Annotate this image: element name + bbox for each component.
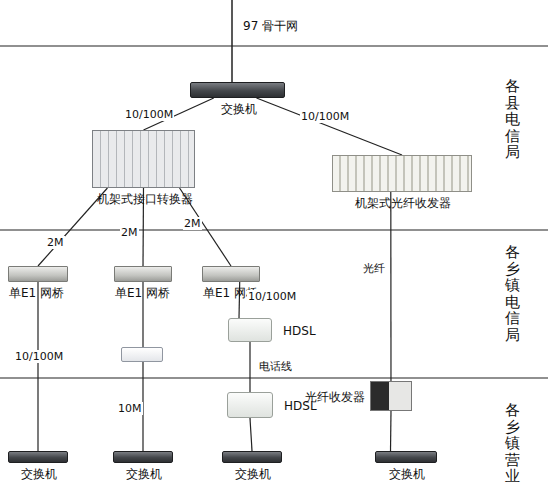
- band-label: 各乡镇营业: [505, 402, 520, 485]
- device-label: 交换机: [221, 102, 257, 116]
- device-label: 光纤收发器: [305, 390, 365, 404]
- device-label: 交换机: [235, 467, 271, 481]
- link-label: 10M: [117, 402, 143, 415]
- device-label: 交换机: [126, 467, 162, 481]
- switch-device: 交换机: [222, 451, 282, 463]
- link-label: 10/100M: [247, 290, 297, 303]
- link-label: 10/100M: [300, 110, 350, 123]
- device-label: 机架式接口转换器: [97, 192, 193, 206]
- rack-interface-converter: 机架式接口转换器: [92, 130, 195, 188]
- link-label: 电话线: [258, 360, 293, 373]
- device-label: 单E1 网桥: [9, 286, 64, 300]
- link-line: [250, 418, 252, 451]
- switch-device: 交换机: [8, 451, 68, 463]
- device-label: 单E1 网桥: [115, 286, 170, 300]
- switch-device: 交换机: [375, 451, 437, 463]
- e1-bridge: 单E1 网桥: [114, 266, 172, 282]
- link-label: 2M: [183, 217, 202, 230]
- fiber-transceiver: 光纤收发器: [370, 381, 412, 411]
- link-label: 10/100M: [124, 108, 174, 121]
- link-label: 10/100M: [14, 350, 64, 363]
- link-line: [257, 98, 403, 155]
- device-label: 交换机: [21, 467, 57, 481]
- device-label: 机架式光纤收发器: [355, 196, 451, 210]
- band-label: 各乡镇电信局: [505, 244, 520, 343]
- link-label: 光纤: [362, 262, 386, 275]
- hub-icon: [121, 347, 163, 362]
- rack-fiber-transceiver: 机架式光纤收发器: [332, 155, 472, 192]
- switch-device: 交换机: [190, 82, 285, 98]
- e1-bridge: 单E1 网桥: [202, 266, 260, 282]
- band-label: 各县电信局: [505, 78, 520, 161]
- hdsl-modem: HDSL: [227, 392, 273, 418]
- link-line: [37, 282, 38, 451]
- hdsl-modem: HDSL: [228, 318, 272, 342]
- link-label: 2M: [120, 226, 139, 239]
- link-line: [249, 342, 250, 392]
- switch-device: 交换机: [113, 451, 173, 463]
- link-label: 2M: [46, 236, 65, 249]
- device-label: HDSL: [283, 324, 316, 338]
- e1-bridge: 单E1 网桥: [8, 266, 68, 282]
- link-line: [390, 411, 392, 451]
- device-label: 交换机: [389, 467, 425, 481]
- network-title: 97 骨干网: [243, 19, 298, 33]
- link-line: [390, 192, 391, 381]
- link-line: [142, 282, 143, 451]
